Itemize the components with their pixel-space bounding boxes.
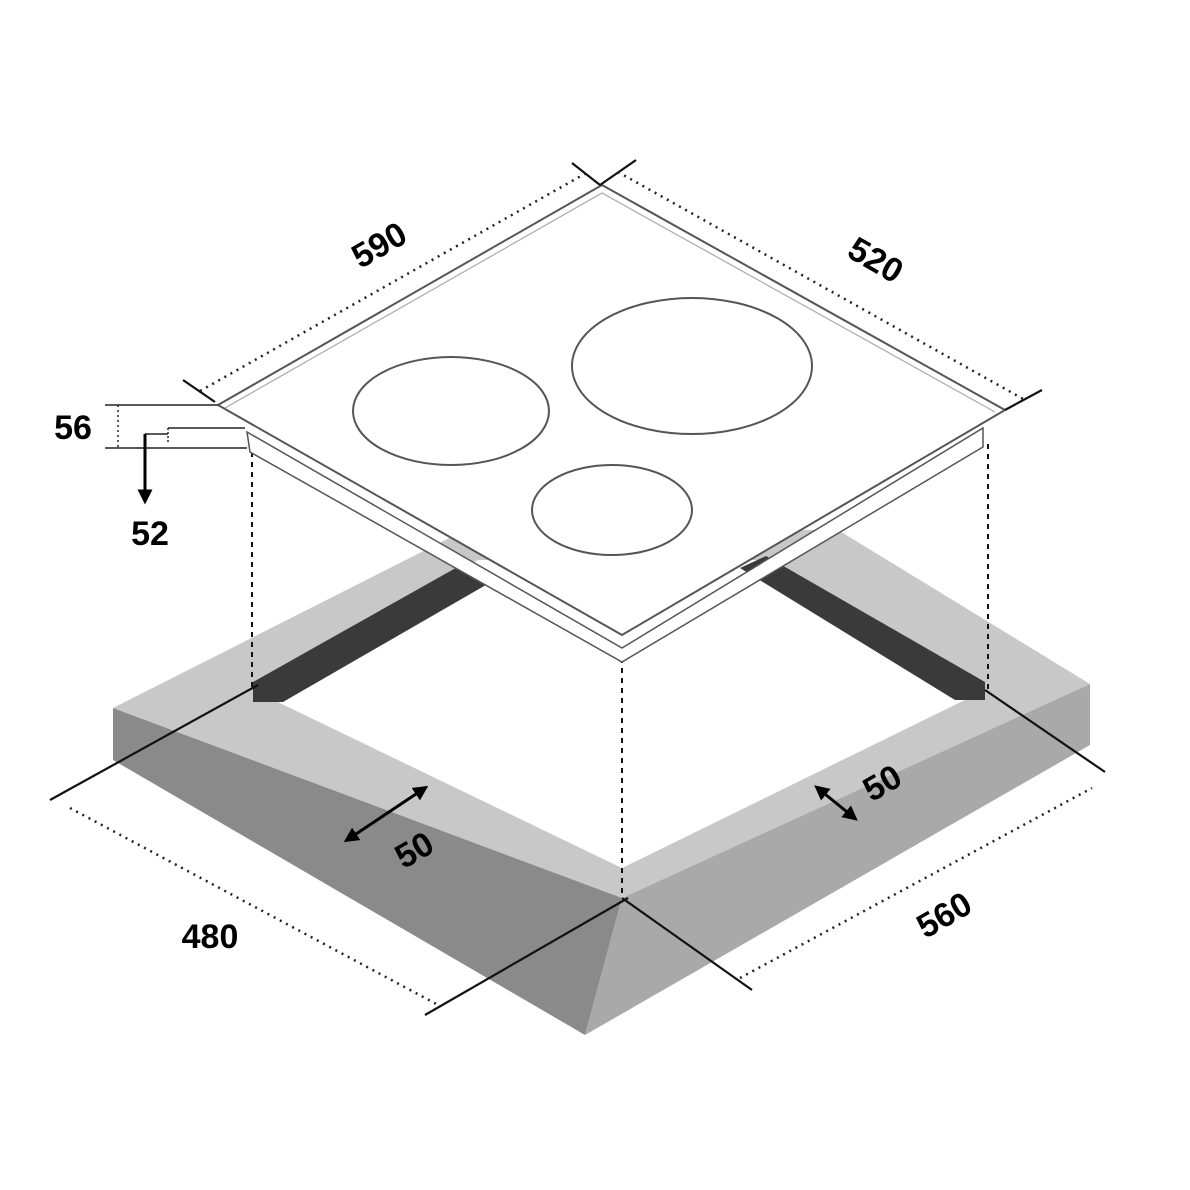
label-hob-height: 56 bbox=[54, 409, 92, 447]
hob-edge-highlight bbox=[224, 192, 996, 413]
cooking-zone-left bbox=[352, 356, 550, 466]
countertop-top-surface bbox=[113, 530, 1090, 898]
countertop-front-left-face bbox=[113, 708, 622, 1035]
label-hob-depth: 520 bbox=[841, 230, 909, 291]
label-built-in-depth: 52 bbox=[131, 515, 169, 553]
dimension-heights: 56 52 bbox=[54, 404, 247, 553]
label-cutout-width: 560 bbox=[910, 885, 978, 946]
cooking-zone-large bbox=[571, 297, 813, 435]
hob-underside bbox=[246, 426, 984, 663]
countertop-front-right-face bbox=[585, 684, 1090, 1035]
label-cutout-depth: 480 bbox=[182, 918, 239, 956]
cutout-right-inner-edge bbox=[740, 556, 985, 700]
cutout-left-inner-edge bbox=[253, 560, 498, 702]
label-hob-width: 590 bbox=[345, 215, 413, 276]
clearance-right-arrow bbox=[814, 785, 858, 821]
hob bbox=[215, 183, 1008, 663]
cooking-zone-front bbox=[531, 464, 693, 556]
dimension-cutout-depth: 480 bbox=[49, 684, 629, 1016]
clearance-left-arrow bbox=[343, 785, 429, 843]
projection-lines bbox=[251, 444, 989, 895]
countertop bbox=[113, 530, 1090, 1035]
cutout-opening bbox=[253, 560, 985, 868]
